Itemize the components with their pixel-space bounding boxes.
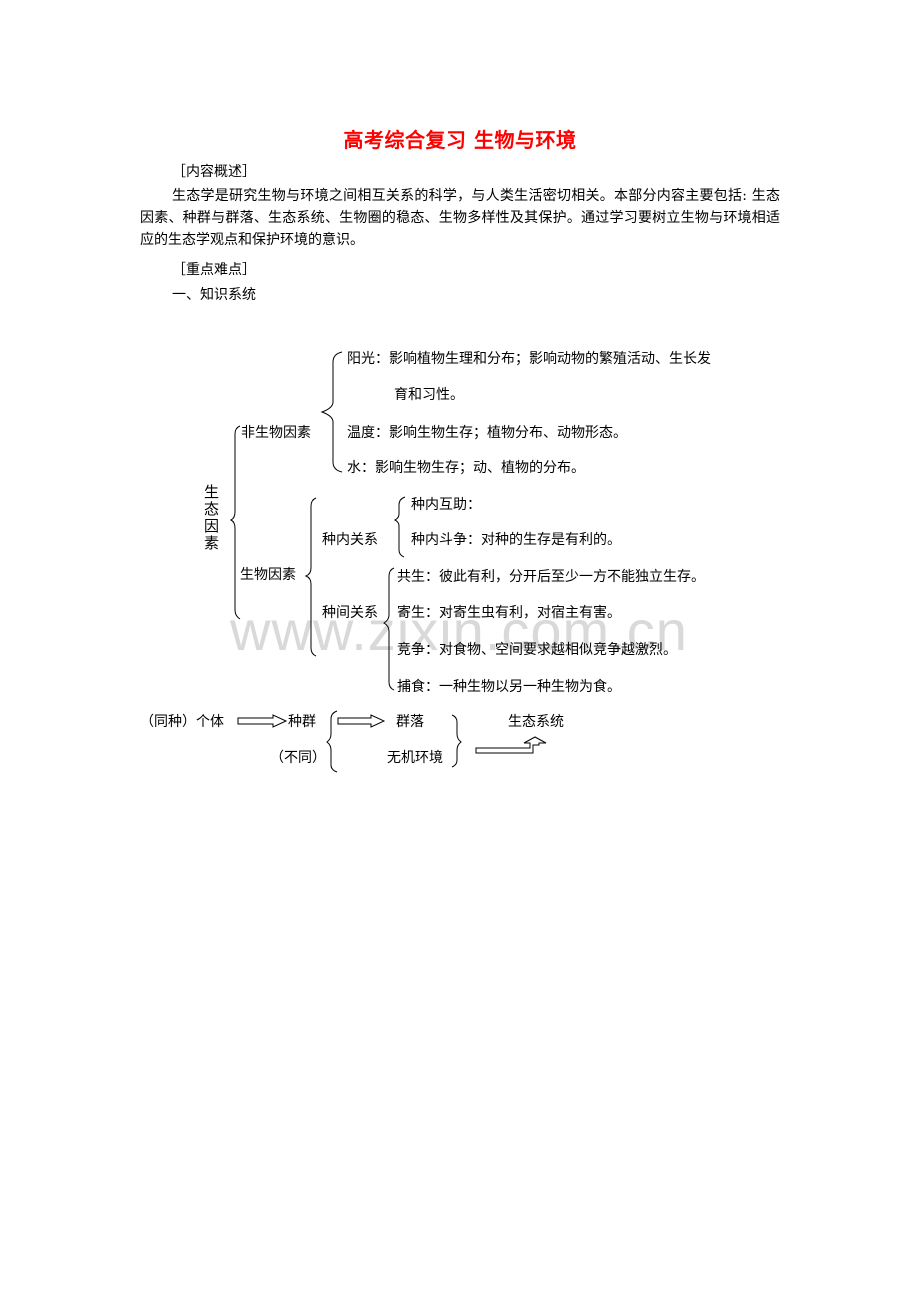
arrow-right-icon	[237, 714, 288, 728]
intraspecific-item-struggle: 种内斗争：对种的生存是有利的。	[411, 532, 621, 548]
overview-paragraph: 生态学是研究生物与环境之间相互关系的科学，与人类生活密切相关。本部分内容主要包括…	[140, 188, 780, 248]
interspecific-item-predation: 捕食：一种生物以另一种生物为食。	[397, 679, 621, 695]
interspecific-item-competition: 竞争：对食物、空间要求越相似竞争越激烈。	[397, 642, 677, 658]
abiotic-item-temperature: 温度：影响生物生存；植物分布、动物形态。	[347, 425, 627, 441]
interspecific-label: 种间关系	[322, 605, 378, 621]
subsection-knowledge-system: 一、知识系统	[172, 287, 256, 303]
page-title: 高考综合复习 生物与环境	[343, 128, 577, 152]
flow-community: 群落	[396, 714, 424, 730]
abiotic-label: 非生物因素	[241, 425, 311, 441]
flow-different: （不同）	[270, 750, 326, 766]
abiotic-item-water: 水：影响生物生存；动、植物的分布。	[347, 460, 585, 476]
interspecific-item-symbiosis: 共生：彼此有利，分开后至少一方不能独立生存。	[397, 569, 705, 585]
root-brace-icon	[229, 425, 241, 620]
intraspecific-label: 种内关系	[322, 532, 378, 548]
flow-abiotic-environment: 无机环境	[387, 750, 443, 766]
intraspecific-item-mutual-aid: 种内互助：	[411, 497, 481, 513]
bent-arrow-up-icon	[475, 736, 547, 754]
flow-brace-right-icon	[451, 714, 462, 768]
flow-ecosystem: 生态系统	[508, 714, 564, 730]
biotic-label: 生物因素	[240, 567, 296, 583]
root-label: 生态因素	[203, 483, 219, 552]
arrow-right-icon	[337, 714, 386, 728]
abiotic-brace-icon	[320, 351, 343, 473]
flow-same-species-individual: （同种）个体	[140, 714, 224, 730]
flow-population: 种群	[288, 714, 316, 730]
abiotic-item-sunlight-cont: 育和习性。	[394, 387, 464, 403]
intraspecific-brace-icon	[393, 496, 406, 558]
section-overview-heading: ［内容概述］	[172, 164, 256, 180]
abiotic-item-sunlight: 阳光：影响植物生理和分布；影响动物的繁殖活动、生长发	[347, 351, 711, 367]
section-keypoints-heading: ［重点难点］	[172, 262, 256, 278]
interspecific-item-parasitism: 寄生：对寄生虫有利，对宿主有害。	[397, 605, 621, 621]
flow-brace-left-icon	[326, 710, 338, 773]
